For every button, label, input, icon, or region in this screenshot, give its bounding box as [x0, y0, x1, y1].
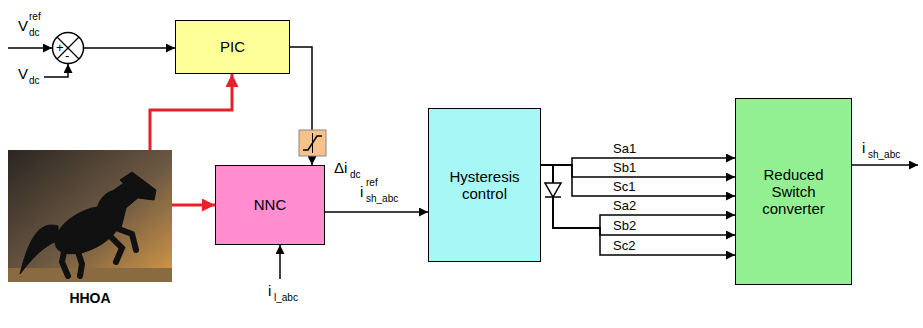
controller-box: PIC: [175, 20, 290, 74]
signal-connector: [541, 165, 735, 235]
feedback-input-wire: [44, 64, 68, 77]
optimizer-picture: HHOA: [8, 150, 172, 282]
controller-box: NNC: [215, 165, 325, 245]
diode-symbol: [545, 183, 561, 197]
node-label: PIC: [220, 38, 245, 55]
converter-box: Reduced Switch converter: [735, 98, 852, 285]
signal-connector: [541, 165, 735, 177]
signal-connector: [541, 165, 735, 228]
signal-connector: [84, 47, 175, 49]
horse-silhouette: [20, 172, 156, 276]
signal-name: V: [18, 66, 28, 81]
node-label: Hysteresis control: [435, 168, 534, 203]
horse-illustration: [8, 150, 172, 282]
signal-name: ref: [366, 178, 378, 188]
signal-name: dc: [29, 28, 40, 38]
saturation-symbol: [303, 136, 322, 150]
signal-name: Δi: [334, 160, 347, 175]
signal-name: i: [862, 140, 865, 155]
signal-name: V: [18, 18, 28, 33]
signal-name: dc: [350, 170, 361, 180]
sign-mark: -: [65, 49, 69, 62]
switch-signal-name: Sc2: [612, 239, 636, 252]
sign-mark: +: [56, 41, 64, 54]
switch-signal-name: Sb1: [612, 161, 637, 174]
switch-signal-name: Sc1: [612, 180, 636, 193]
node-label: Reduced Switch converter: [742, 166, 845, 218]
summing-junction: +-: [52, 32, 84, 64]
switch-signal-name: Sa2: [612, 199, 637, 212]
summing-outline: [53, 33, 84, 64]
diode-bar: [545, 196, 561, 198]
switch-signal-name: Sa1: [612, 142, 637, 155]
load-current-wire: [279, 245, 281, 279]
signal-connector: [325, 211, 428, 213]
signal-connector: [541, 165, 735, 196]
reference-input-wire: [8, 47, 52, 49]
signal-connector: [541, 165, 735, 255]
picture-background: [8, 150, 172, 282]
limiter-block: [299, 130, 326, 156]
signal-name: ref: [29, 12, 41, 22]
optimizer-link: [150, 74, 232, 150]
node-label: NNC: [254, 196, 287, 213]
signal-name: sh_abc: [868, 150, 900, 160]
switch-signal-name: Sb2: [612, 219, 637, 232]
node-label: HHOA: [8, 290, 172, 306]
picture-ground: [8, 268, 172, 282]
process-box: Hysteresis control: [428, 108, 541, 262]
signal-name: l_abc: [274, 293, 298, 303]
signal-name: i: [360, 184, 363, 199]
signal-name: sh_abc: [366, 194, 398, 204]
signal-name: dc: [29, 76, 40, 86]
signal-name: i: [268, 283, 271, 298]
output-current-wire: [848, 164, 918, 166]
signal-connector: [541, 158, 735, 165]
optimizer-link: [172, 204, 215, 207]
